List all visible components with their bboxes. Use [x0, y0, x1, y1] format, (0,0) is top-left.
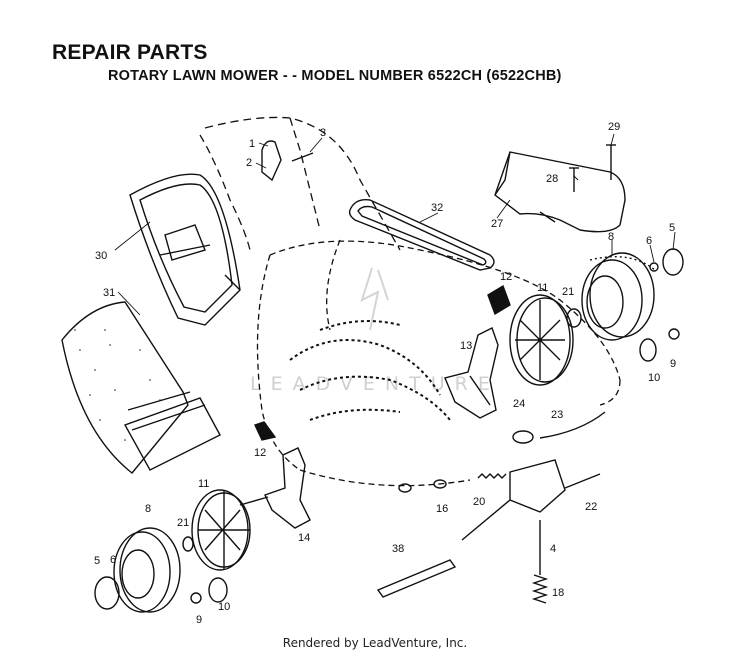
part-16-bolts [398, 479, 447, 493]
callout-20: 20 [473, 496, 485, 508]
callout-27: 27 [491, 218, 503, 230]
callout-11: 11 [537, 282, 548, 294]
part-21-bushing-left [182, 536, 194, 552]
watermark-text: LEADVENTURE [250, 373, 500, 395]
part-30-bag-frame [129, 173, 241, 326]
part-31-grass-bag [61, 301, 221, 474]
callout-24: 24 [513, 398, 525, 410]
callout-29: 29 [608, 121, 620, 133]
part-20-spring [477, 473, 507, 479]
part-12-grip-left [254, 421, 277, 441]
callout-16: 16 [436, 503, 448, 515]
part-24-pulley [512, 430, 534, 444]
page-title: REPAIR PARTS [52, 41, 208, 64]
part-8-right-wheel [581, 252, 656, 341]
callout-9-left: 9 [196, 614, 202, 626]
part-18-spring [531, 574, 549, 604]
callout-11-left: 11 [198, 478, 209, 490]
footer-credit: Rendered by LeadVenture, Inc. [282, 636, 468, 650]
part-22-transmission [461, 459, 601, 541]
part-10-pinion-right [639, 338, 657, 362]
callout-28: 28 [546, 173, 558, 185]
callout-14: 14 [298, 532, 310, 544]
part-8-left-wheel [113, 527, 181, 613]
callout-18: 18 [552, 587, 564, 599]
part-1-bracket [261, 140, 282, 182]
callout-3: 3 [320, 127, 326, 139]
callout-12-left: 12 [254, 447, 266, 459]
part-9-washer-left [190, 592, 202, 604]
page-subtitle: ROTARY LAWN MOWER - - MODEL NUMBER 6522C… [108, 68, 562, 84]
part-38-axle [376, 559, 457, 598]
callout-30: 30 [95, 250, 107, 262]
callout-leaders [114, 133, 676, 316]
part-27-belt-cover [494, 151, 626, 233]
callout-4: 4 [550, 543, 556, 555]
callout-31: 31 [103, 287, 115, 299]
callout-6-left: 6 [110, 554, 116, 566]
callout-1: 1 [249, 138, 255, 150]
part-12-grip-right [487, 284, 511, 316]
callout-22: 22 [585, 501, 597, 513]
callout-6: 6 [646, 235, 652, 247]
part-14-height-adjuster [239, 447, 311, 529]
handle-outline-dashed [199, 116, 401, 251]
callout-2: 2 [246, 157, 252, 169]
callout-labels: 1 2 3 5 6 8 10 9 11 21 12 13 24 23 20 16… [94, 121, 676, 626]
part-3-bolt [291, 152, 314, 162]
callout-38: 38 [392, 543, 404, 555]
callout-13: 13 [460, 340, 472, 352]
part-11-left-wheel-plate [191, 489, 251, 571]
callout-23: 23 [551, 409, 563, 421]
part-10-pinion-left [208, 577, 228, 603]
leadventure-watermark-logo [360, 267, 389, 331]
deck-baffles [289, 320, 451, 421]
callout-5-left: 5 [94, 555, 100, 567]
part-23-cable [539, 411, 606, 439]
callout-8: 8 [608, 231, 614, 243]
part-11-right-wheel-plate [509, 294, 574, 386]
part-6-washer-right [649, 262, 659, 272]
callout-10: 10 [648, 372, 660, 384]
mower-deck-outline [256, 239, 621, 487]
part-13-height-adjuster [444, 327, 499, 419]
part-5-hubcap-right [662, 248, 684, 276]
callout-21-left: 21 [177, 517, 189, 529]
callout-9: 9 [670, 358, 676, 370]
callout-21: 21 [562, 286, 574, 298]
callout-12: 12 [500, 271, 512, 283]
callout-32: 32 [431, 202, 443, 214]
part-5-hubcap-left [94, 576, 120, 610]
callout-8-left: 8 [145, 503, 151, 515]
part-28-screw [569, 167, 579, 192]
callout-10-left: 10 [218, 601, 230, 613]
part-32-belt [348, 199, 495, 271]
callout-5: 5 [669, 222, 675, 234]
part-9-washer-right [668, 328, 680, 340]
